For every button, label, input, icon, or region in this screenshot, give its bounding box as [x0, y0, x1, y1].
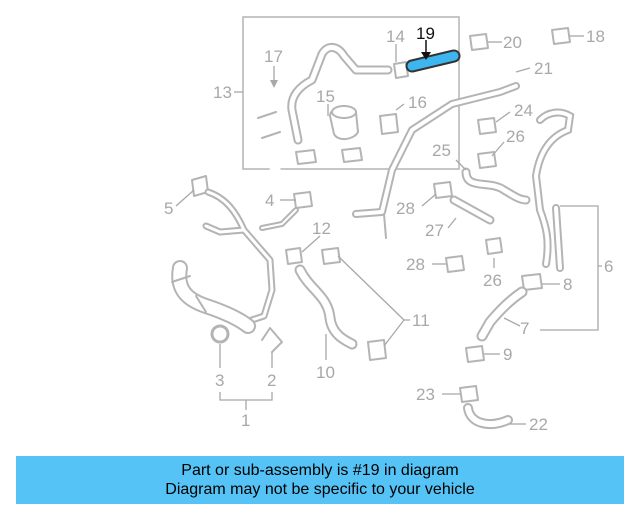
part-12-clamp[interactable] — [285, 247, 303, 265]
banner-line-2: Diagram may not be specific to your vehi… — [165, 481, 475, 498]
part-11-clamp-upper[interactable] — [321, 247, 341, 265]
callout-15: 15 — [316, 87, 335, 106]
part-21-pipe[interactable] — [352, 82, 520, 239]
callout-26-lower: 26 — [483, 271, 502, 290]
part-10-hose[interactable] — [294, 264, 358, 350]
callout-28-lower: 28 — [406, 255, 425, 274]
callout-25: 25 — [432, 141, 451, 160]
callout-7: 7 — [520, 319, 529, 338]
callout-5: 5 — [164, 199, 173, 218]
callout-16: 16 — [408, 93, 427, 112]
part-main-hose[interactable] — [171, 260, 256, 334]
callout-17: 17 — [264, 47, 283, 66]
callout-22: 22 — [529, 415, 548, 434]
group-box-13 — [242, 16, 460, 170]
part-3-seal[interactable] — [210, 324, 230, 344]
part-24-clamp[interactable] — [477, 117, 497, 135]
part-4-clamp[interactable] — [293, 191, 313, 209]
part-17-hose[interactable] — [254, 91, 287, 189]
part-6-pipe-assembly[interactable] — [531, 108, 575, 272]
callout-20: 20 — [503, 33, 522, 52]
callout-4: 4 — [265, 191, 274, 210]
part-26-clamp-lower[interactable] — [485, 237, 503, 255]
part-19-hose[interactable] — [405, 49, 461, 73]
callout-26-upper: 26 — [506, 127, 525, 146]
callout-24: 24 — [514, 101, 533, 120]
callout-3: 3 — [215, 371, 224, 390]
part-15-connector[interactable] — [329, 105, 359, 140]
part-28-clamp-lower[interactable] — [445, 255, 465, 273]
callout-21: 21 — [534, 59, 553, 78]
callout-2: 2 — [267, 371, 276, 390]
callout-10: 10 — [316, 363, 335, 382]
part-20-clamp[interactable] — [469, 33, 489, 51]
callout-19: 19 — [416, 24, 435, 43]
callout-13: 13 — [213, 83, 232, 102]
clamp-a — [295, 149, 317, 165]
callout-1: 1 — [241, 411, 250, 430]
parts-diagram: 19 17 13 15 14 20 18 21 16 24 26 25 28 2… — [164, 16, 613, 434]
callout-12: 12 — [312, 219, 331, 238]
part-23-clamp[interactable] — [459, 385, 479, 403]
part-9-clamp[interactable] — [465, 345, 485, 363]
callout-23: 23 — [416, 385, 435, 404]
part-8-clamp[interactable] — [521, 273, 543, 291]
callout-14: 14 — [386, 27, 405, 46]
part-26-clamp-upper[interactable] — [477, 151, 497, 169]
callout-28-upper: 28 — [396, 199, 415, 218]
banner-line-1: Part or sub-assembly is #19 in diagram — [181, 462, 459, 479]
part-11-clamp-lower[interactable] — [367, 339, 387, 361]
callout-8: 8 — [563, 275, 572, 294]
part-18-clamp[interactable] — [551, 27, 571, 45]
callout-6: 6 — [604, 257, 613, 276]
part-13-pipe[interactable] — [287, 43, 393, 145]
part-16-clamp[interactable] — [379, 113, 399, 135]
callout-27: 27 — [425, 221, 444, 240]
callout-18: 18 — [586, 27, 605, 46]
part-large-pipe[interactable] — [202, 188, 276, 328]
part-14-clamp[interactable] — [393, 61, 409, 79]
part-28-clamp-upper[interactable] — [433, 181, 453, 199]
part-2-clip[interactable] — [261, 327, 283, 353]
info-banner: Part or sub-assembly is #19 in diagram D… — [16, 456, 624, 504]
leader-lines — [175, 35, 602, 425]
callout-11: 11 — [412, 311, 430, 330]
callout-9: 9 — [503, 345, 512, 364]
clamp-b — [341, 147, 363, 163]
